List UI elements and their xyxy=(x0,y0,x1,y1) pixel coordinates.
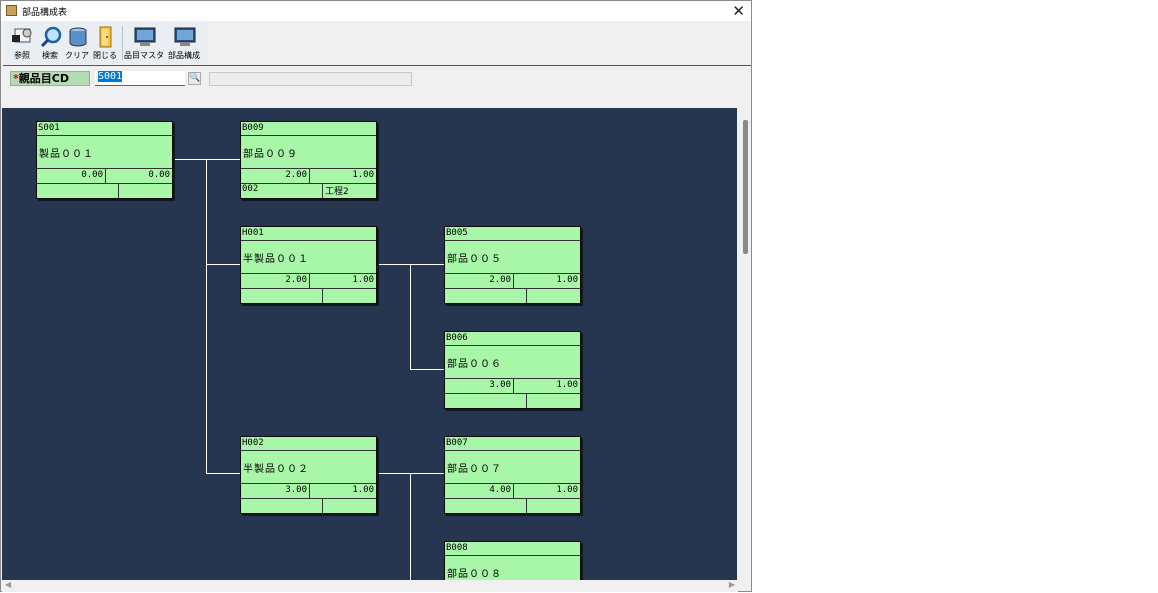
horizontal-scrollbar[interactable]: ◀ ▶ xyxy=(2,580,738,592)
product-code-input[interactable]: S001 xyxy=(95,71,185,86)
bom-node[interactable]: S001 製品００１ 0.00 0.00 xyxy=(36,121,173,199)
bom-node[interactable]: B008 部品００８ xyxy=(444,541,581,580)
clear-icon xyxy=(69,27,87,47)
bom-label: 部品構成 xyxy=(168,51,200,60)
bom-node[interactable]: B007 部品００７ 4.00 1.00 xyxy=(444,436,581,514)
product-name-field xyxy=(209,72,412,86)
close-label: 閉じる xyxy=(93,51,117,60)
node-ratio: 1.00 xyxy=(556,485,578,495)
bom-tree-canvas[interactable]: S001 製品００１ 0.00 0.00 B009 部品００９ 2.00 1.0… xyxy=(2,108,737,580)
node-code: B006 xyxy=(446,333,468,343)
connector-line xyxy=(410,264,411,369)
node-ratio: 1.00 xyxy=(556,275,578,285)
scroll-left-icon[interactable]: ◀ xyxy=(5,580,12,589)
connector-line xyxy=(206,473,240,474)
node-process-name: 工程2 xyxy=(325,187,349,197)
item-master-icon xyxy=(134,27,156,46)
vertical-scrollbar[interactable] xyxy=(739,108,751,580)
bom-node[interactable]: B005 部品００５ 2.00 1.00 xyxy=(444,226,581,304)
close-door-icon xyxy=(99,26,112,48)
bom-icon xyxy=(174,27,196,46)
node-qty: 2.00 xyxy=(489,275,511,285)
product-code-label-text: 親品目CD xyxy=(18,72,69,85)
node-process-code: 002 xyxy=(242,184,259,194)
product-code-label: *親品目CD xyxy=(10,71,90,86)
node-code: B007 xyxy=(446,438,468,448)
node-code: B005 xyxy=(446,228,468,238)
node-name: 半製品００２ xyxy=(243,464,309,475)
search-icon xyxy=(40,26,62,48)
bom-node[interactable]: H002 半製品００２ 3.00 1.00 xyxy=(240,436,377,514)
bom-node[interactable]: B009 部品００９ 2.00 1.00 002 工程2 xyxy=(240,121,377,199)
magnifier-icon: 🔍 xyxy=(189,73,201,83)
connector-line xyxy=(410,473,411,580)
node-ratio: 1.00 xyxy=(352,170,374,180)
product-code-value: S001 xyxy=(98,71,123,82)
node-name: 部品００９ xyxy=(243,149,298,160)
connector-line xyxy=(174,159,207,160)
node-name: 製品００１ xyxy=(39,149,94,160)
header-divider xyxy=(3,65,751,66)
connector-line xyxy=(206,264,240,265)
search-button[interactable]: 検索 xyxy=(36,24,64,62)
node-qty: 0.00 xyxy=(81,170,103,180)
required-mark: * xyxy=(13,72,19,85)
bom-window: 部品構成表 ✕ 参照 検索 クリア xyxy=(0,0,752,592)
node-qty: 4.00 xyxy=(489,485,511,495)
bom-node[interactable]: B006 部品００６ 3.00 1.00 xyxy=(444,331,581,409)
toolbar: 参照 検索 クリア 閉じる xyxy=(5,22,207,64)
connector-line xyxy=(410,369,444,370)
item-master-button[interactable]: 品目マスタ xyxy=(124,24,164,62)
node-ratio: 1.00 xyxy=(556,380,578,390)
connector-line xyxy=(378,473,444,474)
close-button[interactable]: 閉じる xyxy=(91,24,119,62)
title-bar: 部品構成表 ✕ xyxy=(1,1,751,21)
toolbar-separator xyxy=(122,26,123,60)
reference-icon xyxy=(12,28,32,43)
connector-line xyxy=(378,264,444,265)
node-code: B008 xyxy=(446,543,468,553)
connector-line xyxy=(206,159,240,160)
app-icon xyxy=(6,5,17,16)
node-code: S001 xyxy=(38,123,60,133)
item-master-label: 品目マスタ xyxy=(124,51,164,60)
node-ratio: 1.00 xyxy=(352,485,374,495)
connector-line xyxy=(206,159,207,474)
node-code: B009 xyxy=(242,123,264,133)
clear-label: クリア xyxy=(65,51,89,60)
node-name: 半製品００１ xyxy=(243,254,309,265)
node-name: 部品００５ xyxy=(447,254,502,265)
node-qty: 2.00 xyxy=(285,170,307,180)
window-title: 部品構成表 xyxy=(22,8,68,18)
node-qty: 3.00 xyxy=(285,485,307,495)
node-name: 部品００８ xyxy=(447,569,502,580)
node-code: H002 xyxy=(242,438,264,448)
clear-button[interactable]: クリア xyxy=(63,24,91,62)
close-icon[interactable]: ✕ xyxy=(732,2,745,20)
node-code: H001 xyxy=(242,228,264,238)
reference-button[interactable]: 参照 xyxy=(8,24,36,62)
search-label: 検索 xyxy=(42,51,58,60)
bom-button[interactable]: 部品構成 xyxy=(168,24,200,62)
reference-label: 参照 xyxy=(14,51,30,60)
node-qty: 3.00 xyxy=(489,380,511,390)
node-name: 部品００７ xyxy=(447,464,502,475)
vertical-scroll-thumb[interactable] xyxy=(743,120,748,254)
node-name: 部品００６ xyxy=(447,359,502,370)
node-ratio: 0.00 xyxy=(148,170,170,180)
code-search-button[interactable]: 🔍 xyxy=(188,72,201,85)
node-qty: 2.00 xyxy=(285,275,307,285)
scroll-right-icon[interactable]: ▶ xyxy=(728,580,735,589)
node-ratio: 1.00 xyxy=(352,275,374,285)
bom-node[interactable]: H001 半製品００１ 2.00 1.00 xyxy=(240,226,377,304)
